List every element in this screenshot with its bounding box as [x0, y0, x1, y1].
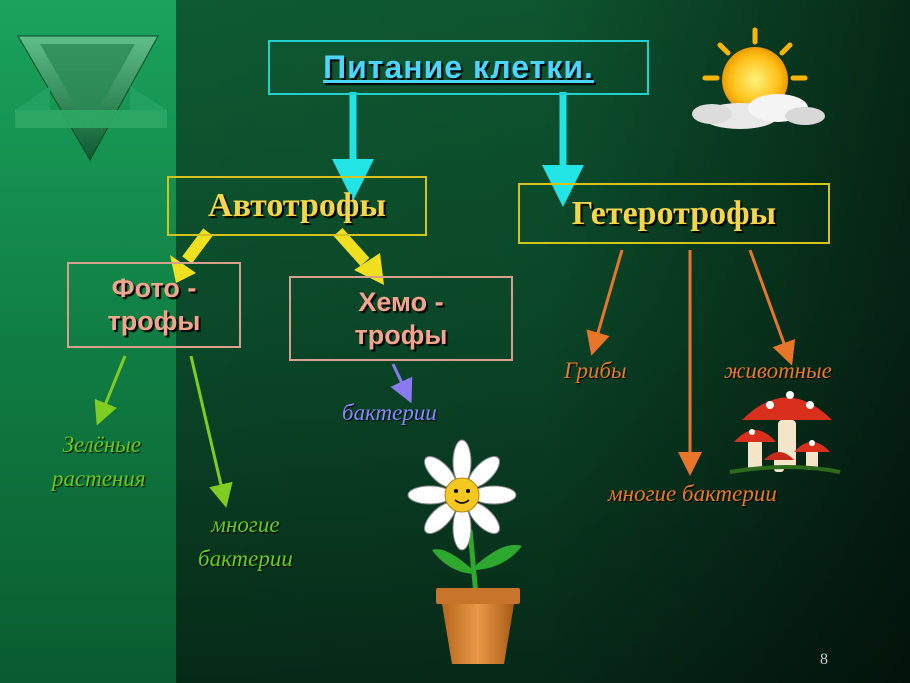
arrow-to-bacteria — [390, 363, 413, 404]
arrow-to-many-bacteria — [189, 355, 233, 508]
arrow-to-animals — [748, 249, 796, 366]
green-plants-line2: растения — [52, 466, 146, 491]
bacteria-label: бактерии — [342, 400, 437, 425]
autotrophs-label: Автотрофы — [208, 187, 386, 224]
many-bacteria-line1: многие — [211, 512, 280, 537]
title-box: Питание клетки. — [268, 40, 649, 95]
arrow-to-fungi — [586, 249, 624, 356]
heterotrophs-label: Гетеротрофы — [571, 194, 777, 232]
many-bacteria-hetero-label: многие бактерии — [608, 481, 777, 506]
green-plants-label: Зелёные растения — [52, 428, 146, 496]
green-triangle-logo-icon — [15, 35, 167, 162]
autotrophs-box: Автотрофы — [167, 176, 427, 236]
chemotrophs-box: Хемо - трофы — [289, 276, 513, 361]
fungi-label: Грибы — [564, 358, 627, 383]
many-bacteria-line2: бактерии — [198, 546, 293, 571]
mushroom-icon — [729, 391, 841, 474]
animals-label: животные — [724, 358, 832, 383]
green-plants-line1: Зелёные — [62, 432, 142, 457]
sun-cloud-icon — [692, 27, 825, 129]
many-bacteria-label: многие бактерии — [198, 508, 293, 576]
daisy-flower-icon — [407, 439, 522, 664]
page-title: Питание клетки. — [323, 49, 594, 85]
chemotrophs-label-line2: трофы — [354, 319, 448, 350]
phototrophs-label-line1: Фото - — [111, 273, 197, 303]
phototrophs-label-line2: трофы — [107, 306, 201, 336]
arrow-to-green-plants — [94, 355, 127, 426]
heterotrophs-box: Гетеротрофы — [518, 183, 830, 244]
phototrophs-box: Фото - трофы — [67, 262, 241, 348]
chemotrophs-label-line1: Хемо - — [358, 286, 444, 317]
page-number: 8 — [820, 651, 828, 668]
